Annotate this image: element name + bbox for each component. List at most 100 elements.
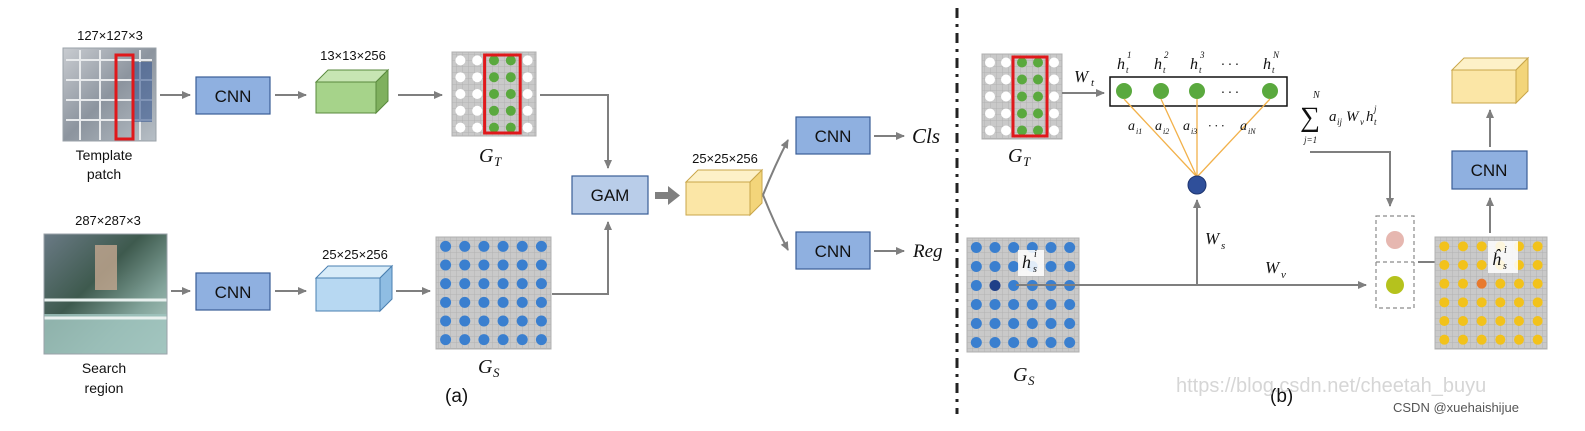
- graph-node: [1476, 334, 1487, 345]
- weight-label-base: a: [1183, 119, 1190, 134]
- graph-node: [1049, 74, 1059, 85]
- graph-node: [1026, 299, 1038, 310]
- weight-label-base: a: [1155, 119, 1162, 134]
- graph-node: [459, 278, 471, 290]
- sum-h: h: [1366, 109, 1374, 125]
- concat-lime-node: [1386, 276, 1404, 294]
- template-patch-image: [62, 47, 157, 142]
- graph-node: [497, 278, 509, 290]
- template-target-box: [114, 53, 135, 141]
- node-label-base: h: [1154, 56, 1162, 73]
- graph-node: [970, 280, 982, 291]
- graph-node: [1532, 297, 1543, 308]
- graph-node: [1049, 125, 1059, 136]
- graph-node: [440, 240, 452, 252]
- graph-node: [1026, 337, 1038, 348]
- graph-node: [1033, 108, 1043, 119]
- gam-box: [571, 175, 649, 215]
- graph-node: [1026, 318, 1038, 329]
- graph-t-sub-b: T: [1023, 154, 1031, 169]
- graph-node: [1476, 260, 1487, 270]
- template-cnn-label: CNN: [215, 87, 252, 106]
- graph-node: [516, 315, 528, 327]
- template-size-label: 127×127×3: [77, 28, 143, 43]
- graph-node: [1045, 299, 1057, 310]
- graph-node: [497, 334, 509, 346]
- graph-node: [535, 278, 547, 290]
- graph-node: [1476, 241, 1487, 252]
- graph-node: [1532, 260, 1543, 270]
- template-graph-sub: T: [494, 154, 502, 169]
- graph-node: [1495, 297, 1506, 308]
- graph-node: [1049, 91, 1059, 102]
- graph-node: [440, 259, 452, 271]
- template-feature-cube: [314, 68, 390, 115]
- graph-node: [535, 259, 547, 271]
- graph-node: [1049, 57, 1059, 68]
- graph-node: [478, 259, 490, 271]
- graph-node: [455, 72, 466, 83]
- credit-text: CSDN @xuehaishijue: [1393, 400, 1519, 415]
- template-highlight-box: [1011, 55, 1049, 138]
- graph-node: [455, 89, 466, 99]
- graph-node: [1514, 297, 1524, 308]
- graph-node: [478, 240, 490, 252]
- output-feature-cube: [1450, 56, 1530, 105]
- graph-node: [1049, 108, 1059, 119]
- graph-node: [1439, 316, 1450, 326]
- graph-node: [478, 315, 490, 327]
- aggregated-node: [1187, 175, 1207, 195]
- search-cnn-box: [195, 272, 271, 311]
- graph-node: [985, 125, 995, 136]
- fused-feature-size: 25×25×256: [692, 151, 758, 166]
- graph-node: [489, 72, 499, 83]
- node-label-base: h: [1117, 56, 1125, 73]
- h-hat-base: ĥ: [1492, 248, 1502, 269]
- sum-top: N: [1312, 90, 1321, 101]
- w-v-label: W: [1265, 258, 1281, 277]
- graph-node: [989, 261, 1001, 272]
- graph-node: [989, 318, 1001, 329]
- graph-node: [970, 318, 982, 329]
- cls-cnn-box: [795, 116, 871, 155]
- target-node: [1189, 83, 1205, 99]
- gam-label: GAM: [591, 186, 630, 205]
- graph-node: [1008, 318, 1020, 329]
- graph-s-label-b: G: [1013, 364, 1028, 386]
- graph-node: [1064, 318, 1076, 329]
- graph-node: [440, 296, 452, 308]
- graph-node: [1033, 74, 1043, 85]
- target-node: [1153, 83, 1169, 99]
- graph-node: [1001, 74, 1011, 85]
- graph-node: [522, 105, 533, 116]
- graph-node: [472, 72, 483, 83]
- graph-node: [1045, 318, 1057, 329]
- graph-node: [535, 334, 547, 346]
- node-label-sub: t: [1163, 65, 1166, 75]
- graph-node: [1045, 337, 1057, 348]
- graph-node: [505, 122, 516, 133]
- graph-node: [459, 240, 471, 252]
- graph-node: [985, 57, 995, 68]
- graph-node: [1033, 57, 1043, 68]
- graph-t-grid-b: [981, 53, 1063, 140]
- graph-node: [497, 240, 509, 252]
- template-caption-line1: Template: [76, 147, 133, 163]
- target-node: [1116, 83, 1132, 99]
- graph-node: [1017, 108, 1027, 119]
- node-label-ellipsis: · · ·: [1221, 58, 1239, 73]
- w-s-label: W: [1205, 229, 1221, 248]
- graph-node: [505, 55, 516, 66]
- template-caption-line2: patch: [87, 166, 121, 182]
- graph-node: [1476, 278, 1487, 289]
- graph-node: [970, 337, 982, 348]
- template-feature-size: 13×13×256: [320, 48, 386, 63]
- search-feature-cube: [314, 264, 394, 313]
- graph-node: [516, 259, 528, 271]
- reg-output-label: Reg: [912, 241, 943, 262]
- sum-a-sub: ij: [1337, 117, 1343, 127]
- graph-node: [459, 334, 471, 346]
- weight-label-base: a: [1128, 119, 1135, 134]
